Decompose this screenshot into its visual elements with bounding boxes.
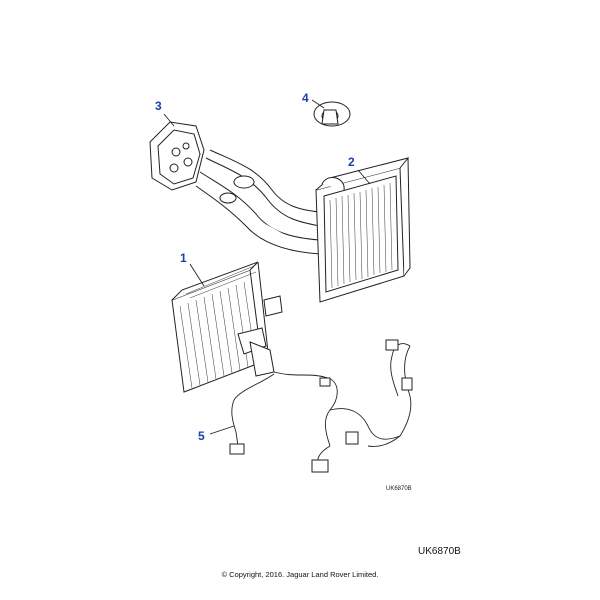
- part-2-heater-core[interactable]: [315, 157, 411, 303]
- callout-2: 2: [348, 155, 355, 169]
- copyright-notice: © Copyright, 2016. Jaguar Land Rover Lim…: [221, 570, 379, 579]
- part-3-grommet[interactable]: [149, 121, 205, 191]
- drawing-code: UK6870B: [386, 486, 412, 492]
- part-1-evaporator[interactable]: [171, 261, 283, 393]
- part-4-clip[interactable]: [313, 101, 351, 127]
- part-2-pipes: [195, 149, 321, 255]
- part-5-wiring-harness[interactable]: [229, 339, 413, 473]
- callout-1: 1: [180, 251, 187, 265]
- callout-4: 4: [302, 91, 309, 105]
- callout-5: 5: [198, 429, 205, 443]
- reference-code: UK6870B: [418, 546, 461, 557]
- callout-3: 3: [155, 99, 162, 113]
- leader-lines: [163, 99, 371, 435]
